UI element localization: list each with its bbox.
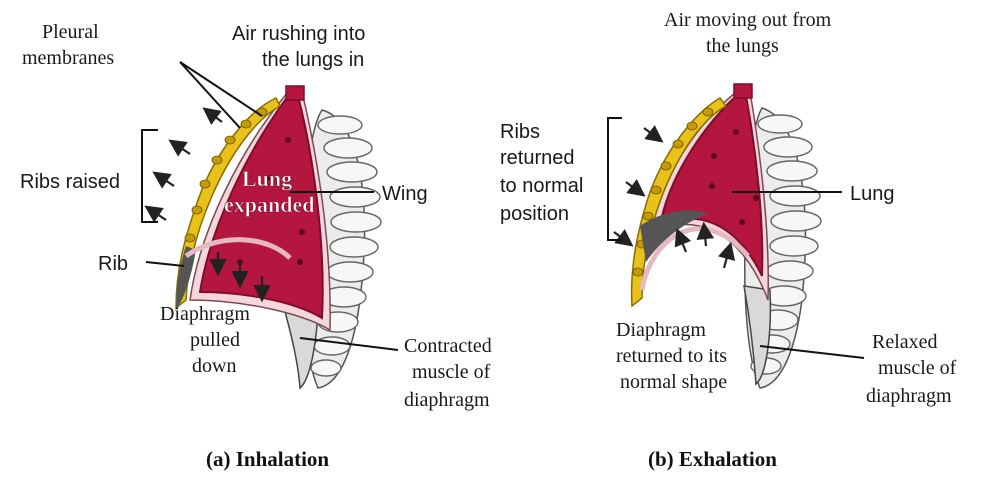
inhalation-panel: Pleural membranes Air rushing into the l… — [20, 21, 492, 471]
relaxed-muscle-line3: diaphragm — [866, 385, 952, 407]
air-in-label-line2: the lungs in — [262, 49, 364, 71]
air-in-label-line1: Air rushing into — [232, 23, 365, 45]
air-out-label-line1: Air moving out from — [664, 9, 832, 31]
trachea-b — [734, 84, 752, 98]
contracted-muscle-line3: diaphragm — [404, 389, 490, 411]
ribs-returned-line2: returned — [500, 147, 575, 169]
diaphragm-pulled-line3: down — [192, 355, 236, 377]
diaphragm-pulled-line2: pulled — [190, 329, 240, 351]
ribs-returned-line3: to normal — [500, 175, 583, 197]
diaphragm-returned-line1: Diaphragm — [616, 319, 706, 341]
relaxed-muscle-line2: muscle of — [878, 357, 957, 379]
trachea-a — [286, 86, 304, 100]
contracted-muscle-line1: Contracted — [404, 335, 492, 357]
air-out-label-line2: the lungs — [706, 35, 779, 57]
diaphragm-returned-line3: normal shape — [620, 371, 727, 393]
lung-expanded-line1: Lung — [242, 166, 292, 191]
rib-label: Rib — [98, 253, 128, 275]
rib-leader — [146, 262, 184, 266]
lung-label-b: Lung — [850, 183, 895, 205]
lung-expanded-line2: expanded — [224, 192, 314, 217]
pleural-label-line2: membranes — [22, 47, 114, 69]
exhalation-caption: (b) Exhalation — [648, 447, 777, 471]
ribs-bracket-b — [608, 118, 622, 240]
ribs-raised-label: Ribs raised — [20, 171, 120, 193]
relaxed-muscle-line1: Relaxed — [872, 331, 938, 353]
exhalation-panel: Air moving out from the lungs Ribs retur… — [500, 9, 957, 471]
diaphragm-returned-line2: returned to its — [616, 345, 727, 367]
inhalation-caption: (a) Inhalation — [206, 447, 329, 471]
pleural-label-line1: Pleural — [42, 21, 99, 43]
ribs-returned-line4: position — [500, 203, 569, 225]
wing-label: Wing — [382, 183, 428, 205]
outward-arrows-a — [148, 110, 222, 220]
diaphragm-pulled-line1: Diaphragm — [160, 303, 250, 325]
contracted-muscle-line2: muscle of — [412, 361, 491, 383]
ribs-returned-line1: Ribs — [500, 121, 540, 143]
